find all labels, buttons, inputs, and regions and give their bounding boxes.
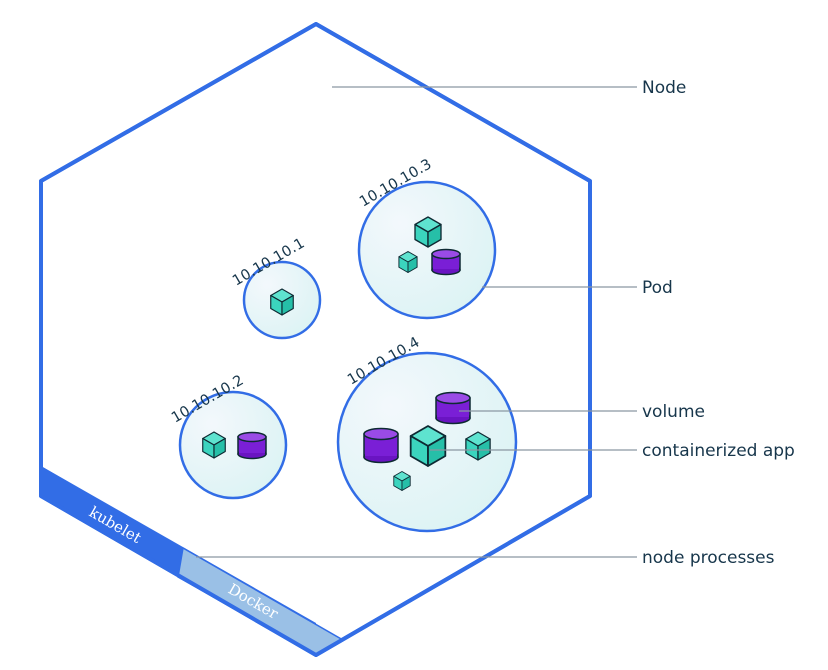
- pod-label: Pod: [642, 278, 673, 298]
- cylinder-icon: [363, 427, 399, 464]
- cylinder-icon: [431, 248, 461, 276]
- node-label: Node: [642, 78, 686, 98]
- cube-icon: [465, 431, 491, 461]
- cube-icon: [393, 471, 411, 491]
- cube-icon: [202, 431, 226, 459]
- pod-2: [178, 390, 288, 500]
- cube-icon: [398, 251, 418, 273]
- node-hexagon: [39, 22, 592, 657]
- node-processes-label: node processes: [642, 548, 775, 568]
- cube-icon: [409, 425, 447, 467]
- cube-icon: [414, 216, 442, 248]
- pod-4: [336, 351, 518, 533]
- pod-1: [242, 260, 322, 340]
- containerized-app-label: containerized app: [642, 441, 795, 461]
- cylinder-icon: [435, 391, 471, 425]
- pod-3: [357, 180, 497, 320]
- volume-label: volume: [642, 402, 705, 422]
- cube-icon: [270, 288, 294, 316]
- cylinder-icon: [237, 431, 267, 460]
